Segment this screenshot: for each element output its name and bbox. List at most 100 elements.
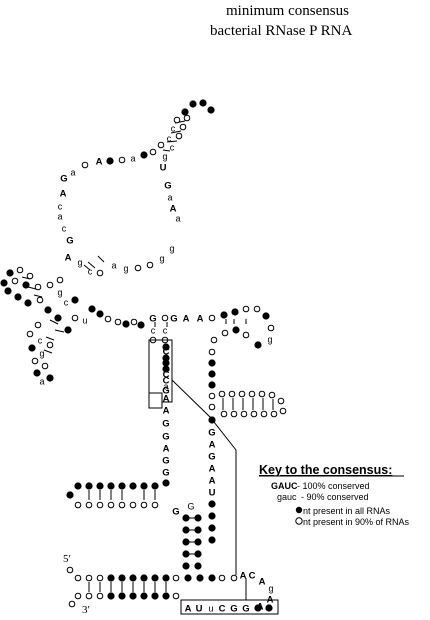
nucleotide-dot [220,410,228,418]
nucleotide-dot [208,348,216,356]
nucleotide-letter: g [39,349,44,359]
nucleotide-letter: G [242,604,249,615]
nucleotide-letter: G [170,314,177,325]
nucleotide-dot [11,277,19,285]
nucleotide-dot [68,600,76,608]
nucleotide-dot [33,369,41,377]
nucleotide-dot [96,269,104,277]
nucleotide-dot [34,321,42,329]
nucleotide-dot [26,272,34,280]
nucleotide-dot [31,357,39,365]
nucleotide-dot [182,538,190,546]
nucleotide-dot [107,501,115,509]
nucleotide-dot [129,592,137,600]
nucleotide-dot [208,314,216,322]
nucleotide-letter: C [249,571,256,582]
nucleotide-dot [268,391,276,399]
nucleotide-dot [114,318,122,326]
legend-100-text: - 100% conserved [297,481,370,491]
nucleotide-dot [140,151,148,159]
nucleotide-dot [162,592,170,600]
nucleotide-letter: A [209,476,216,487]
nucleotide-dot [157,141,165,149]
nucleotide-letter: U [196,604,203,615]
nucleotide-dot [175,132,183,140]
nucleotide-letter: g [159,254,164,264]
nucleotide-dot [151,501,159,509]
nucleotide-dot [172,574,180,582]
nucleotide-dot [184,574,192,582]
nucleotide-letter: g [268,584,273,594]
nucleotide-letter: g [162,152,167,162]
nucleotide-dot [22,281,30,289]
nucleotide-dot [107,482,115,490]
nucleotide-dot [66,566,74,574]
base-pair-line [87,261,96,269]
nucleotide-letter: c [170,143,175,153]
nucleotide-letter: g [77,258,82,268]
nucleotide-dot [242,331,250,339]
nucleotide-letter: G [162,468,169,479]
base-pair-line [43,349,53,354]
nucleotide-dot [74,574,82,582]
nucleotide-dot [230,574,238,582]
legend-present-90: nt present in 90% of RNAs [303,517,410,527]
nucleotide-dot [208,524,216,532]
nucleotide-dot [6,269,14,277]
nucleotide-dot [220,311,228,319]
nucleotide-dot [64,326,72,334]
nucleotide-dot [74,592,82,600]
nucleotide-dot [162,574,170,582]
legend-heading: Key to the consensus: [259,463,392,477]
nucleotide-dot [207,106,215,114]
nucleotide-dot [66,491,74,499]
nucleotide-dot [162,343,170,351]
nucleotide-letter: A [163,406,170,417]
nucleotide-dot [118,482,126,490]
nucleotide-dot [14,293,22,301]
nucleotide-dot [118,592,126,600]
nucleotide-letter: a [111,261,116,271]
nucleotide-dot [74,482,82,490]
nucleotide-dot [194,526,202,534]
nucleotide-letter: c [58,202,63,212]
nucleotide-letter: A [60,189,67,200]
nucleotide-dot [54,314,62,322]
nucleotide-letter: a [70,168,75,178]
nucleotide-dot [46,341,54,349]
nucleotide-dot [137,321,145,329]
nucleotide-dot [56,276,64,284]
nucleotide-dot [248,390,256,398]
nucleotide-dot [140,482,148,490]
nucleotide-dot [238,390,246,398]
nucleotide-dot [16,266,24,274]
nucleotide-dot [81,161,89,169]
nucleotide-dot [118,156,126,164]
nucleotide-dot [208,536,216,544]
nucleotide-letter: c [88,267,93,277]
nucleotide-letter: G [208,452,215,463]
nucleotide-dot [151,574,159,582]
nucleotide-dot [107,592,115,600]
nucleotide-letter: A [259,577,266,588]
nucleotide-letter: G [149,314,156,325]
base-pair-line [170,130,182,134]
nucleotide-dot [96,501,104,509]
nucleotide-dot [208,370,216,378]
nucleotide-dot [208,403,216,411]
nucleotide-dot [96,482,104,490]
nucleotide-dot [181,108,189,116]
nucleotide-dot [194,550,202,558]
nucleotide-dot [106,157,114,165]
base-pair-line [166,140,178,143]
base-pair-line [49,319,59,325]
nucleotide-dot [162,479,170,487]
nucleotide-dots [0,99,287,612]
nucleotide-dot [208,512,216,520]
title-line-1: minimum consensus [226,3,349,19]
nucleotide-dot [254,604,262,612]
highlight-box-lower [180,599,279,615]
nucleotide-letter: a [130,154,135,164]
